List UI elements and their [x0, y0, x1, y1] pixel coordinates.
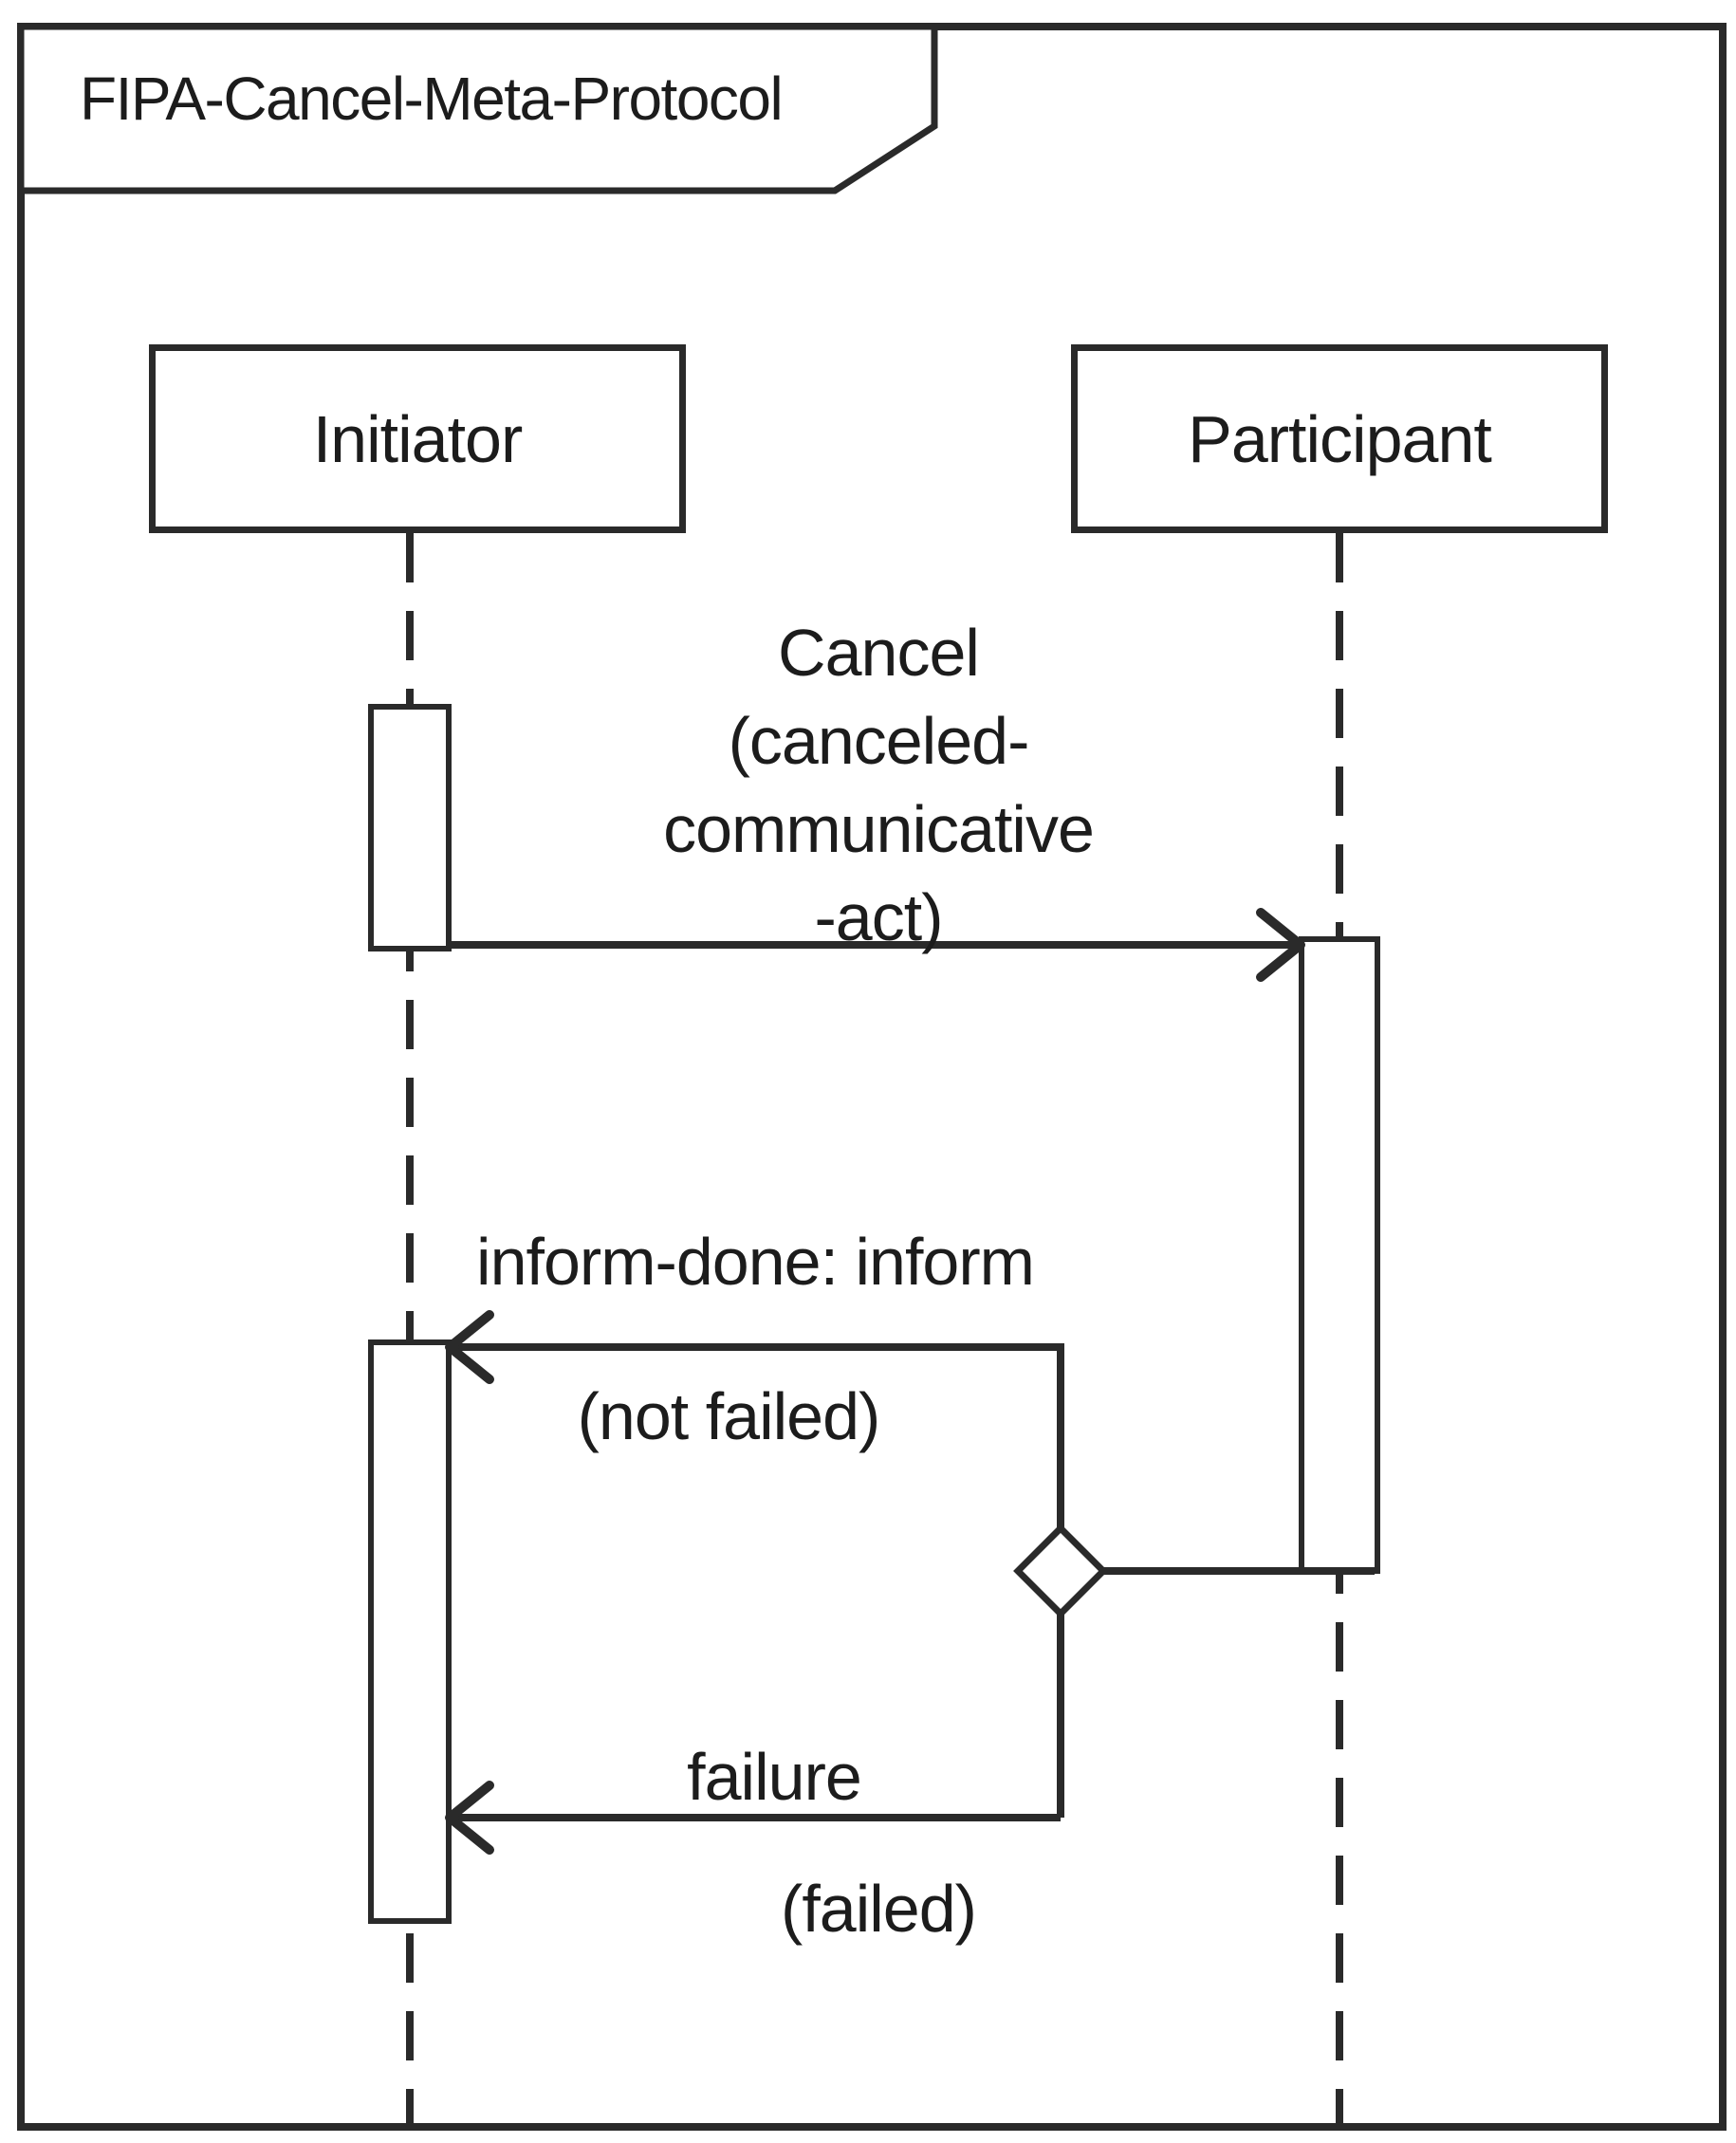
cancel-arrowhead-icon	[1256, 908, 1305, 982]
not-failed-guard-label: (not failed)	[577, 1379, 881, 1453]
inform-done-message-label: inform-done: inform	[476, 1225, 1035, 1299]
inform-done-arrowhead-icon	[445, 1310, 494, 1384]
lifeline-head-participant: Participant	[1071, 344, 1608, 533]
failed-guard-label: (failed)	[781, 1872, 977, 1946]
frame-title-pentagon	[17, 23, 938, 194]
failure-message-label: failure	[687, 1740, 862, 1814]
inform-done-message-line	[449, 1343, 1064, 1528]
participant-activation-bar	[1299, 936, 1380, 1574]
failure-message-line	[449, 1614, 1064, 1821]
participant-label: Participant	[1188, 401, 1492, 476]
initiator-label: Initiator	[312, 401, 524, 476]
lifeline-head-initiator: Initiator	[149, 344, 686, 533]
decision-diamond-icon	[1013, 1524, 1108, 1618]
diagram-title: FIPA-Cancel-Meta-Protocol	[80, 65, 784, 133]
failure-arrowhead-icon	[445, 1781, 494, 1855]
initiator-activation-bar-1	[368, 704, 452, 951]
initiator-activation-bar-2	[368, 1339, 452, 1924]
cancel-message-label: Cancel (canceled- communicative -act)	[663, 616, 1095, 954]
